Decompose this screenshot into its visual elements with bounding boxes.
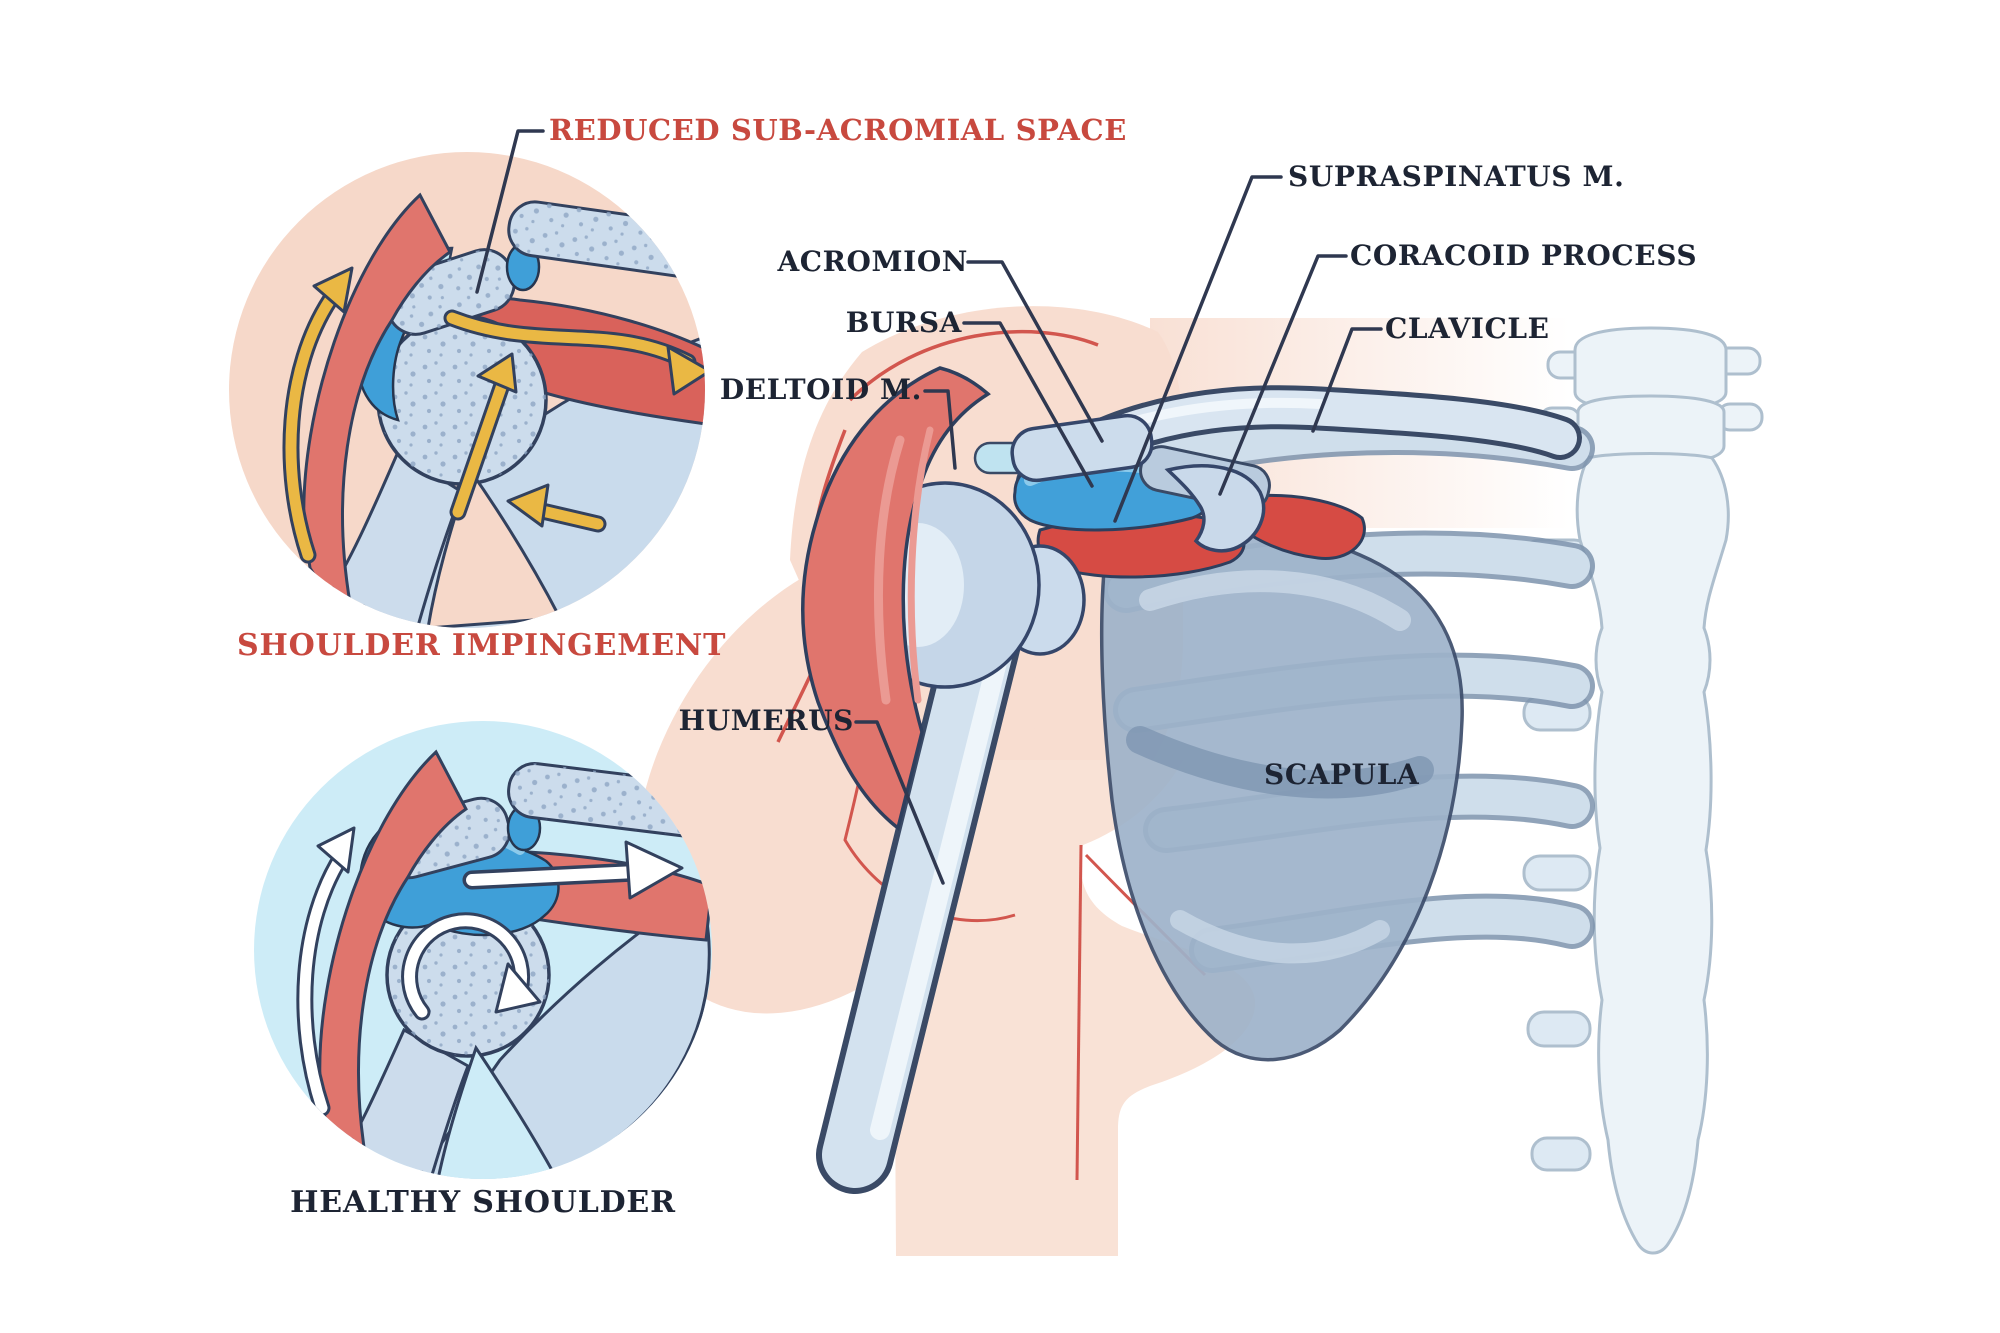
caption-healthy-shoulder: HEALTHY SHOULDER [290, 1185, 676, 1220]
callout-line-acromion [966, 260, 1104, 443]
label-deltoid: DELTOID M. [719, 373, 922, 406]
healthy-arrows [296, 826, 684, 1117]
callout-line-humerus [854, 720, 945, 885]
callout-line-coracoid [1218, 254, 1348, 496]
impingement-arrows [282, 266, 705, 564]
spine-sternum [1522, 326, 1764, 1255]
impingement-inset-illustration [229, 152, 705, 628]
coracoid-process-bone [1164, 464, 1266, 553]
label-coracoid-process: CORACOID PROCESS [1350, 239, 1698, 272]
callout-line-bursa [962, 321, 1094, 488]
callout-line-deltoid [923, 389, 957, 470]
label-scapula: SCAPULA [1264, 758, 1420, 791]
label-clavicle: CLAVICLE [1385, 312, 1550, 345]
callout-line-reduced-space [475, 129, 545, 294]
label-bursa: BURSA [845, 306, 962, 339]
label-humerus: HUMERUS [678, 704, 854, 737]
label-reduced-subacromial-space: REDUCED SUB-ACROMIAL SPACE [549, 113, 1127, 147]
subscapular-muscle [1234, 494, 1366, 560]
label-supraspinatus: SUPRASPINATUS M. [1288, 160, 1625, 193]
callout-line-clavicle [1311, 327, 1383, 433]
caption-shoulder-impingement: SHOULDER IMPINGEMENT [237, 628, 727, 663]
main-shoulder-illustration [635, 306, 1764, 1256]
callout-line-supraspinatus [1113, 175, 1283, 523]
label-acromion: ACROMION [777, 245, 968, 278]
scapula-bone [1099, 527, 1464, 1062]
deltoid-muscle [801, 366, 991, 832]
